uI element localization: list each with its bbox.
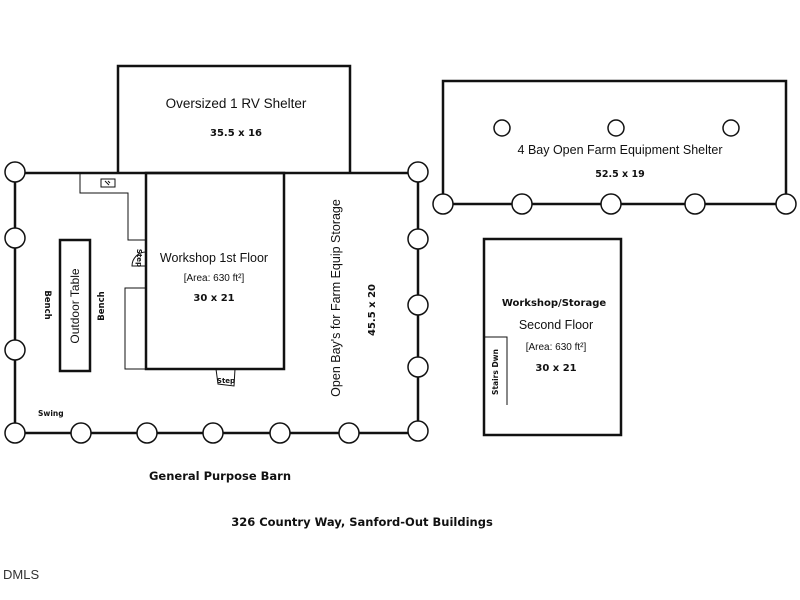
sink-icon xyxy=(100,178,116,188)
post-circle xyxy=(511,193,533,215)
step-label-bottom: Step xyxy=(217,377,235,385)
stairs-outline xyxy=(484,336,508,405)
workshop-second-floor-title-line1: Workshop/Storage xyxy=(502,298,607,309)
rv-shelter-outline xyxy=(116,64,352,173)
step-label-top: Step xyxy=(135,249,143,267)
post-circle xyxy=(493,119,511,137)
counter-outline xyxy=(79,173,146,241)
bench-right-label: Bench xyxy=(97,291,107,320)
post-circle xyxy=(407,420,429,442)
workshop-second-floor-dimensions: 30 x 21 xyxy=(535,363,576,374)
post-circle xyxy=(684,193,706,215)
workshop-first-floor-room xyxy=(144,171,286,371)
post-circle xyxy=(202,422,224,444)
bench-left-label: Bench xyxy=(42,290,52,319)
barn-label: General Purpose Barn xyxy=(149,469,291,483)
rv-shelter-title: Oversized 1 RV Shelter xyxy=(166,96,307,111)
step-door-swing-icon xyxy=(131,251,147,267)
equipment-shelter: 4 Bay Open Farm Equipment Shelter 52.5 x… xyxy=(432,79,797,215)
post-circle xyxy=(136,422,158,444)
post-circle xyxy=(269,422,291,444)
workshop-first-floor-area: [Area: 630 ft²] xyxy=(184,273,245,284)
post-circle xyxy=(407,161,429,183)
post-circle xyxy=(4,339,26,361)
post-circle xyxy=(432,193,454,215)
rv-shelter: Oversized 1 RV Shelter 35.5 x 16 xyxy=(116,64,352,173)
cabinet-outline xyxy=(124,287,146,370)
workshop-first-floor-dimensions: 30 x 21 xyxy=(193,293,234,304)
outdoor-table xyxy=(58,238,92,373)
post-circle xyxy=(600,193,622,215)
equipment-shelter-outline xyxy=(441,79,788,206)
step-bottom-icon xyxy=(215,368,236,387)
caption: 326 Country Way, Sanford-Out Buildings xyxy=(231,515,493,529)
watermark: DMLS xyxy=(3,567,39,582)
post-circle xyxy=(775,193,797,215)
post-circle xyxy=(4,227,26,249)
swing-label: Swing xyxy=(38,409,64,418)
open-bays-dimensions: 45.5 x 20 xyxy=(367,284,378,336)
workshop-second-floor: Stairs Dwn Workshop/Storage Second Floor… xyxy=(482,237,623,437)
post-circle xyxy=(70,422,92,444)
faucet-icon xyxy=(104,180,111,186)
equipment-shelter-title: 4 Bay Open Farm Equipment Shelter xyxy=(518,143,723,157)
post-circle xyxy=(407,294,429,316)
post-circle xyxy=(722,119,740,137)
workshop-second-floor-title-line2: Second Floor xyxy=(519,318,593,332)
barn-posts xyxy=(4,161,429,444)
stairs-label: Stairs Dwn xyxy=(491,349,500,395)
equipment-shelter-dimensions: 52.5 x 19 xyxy=(595,169,644,180)
open-bays-title: Open Bay's for Farm Equip Storage xyxy=(329,199,343,397)
post-circle xyxy=(607,119,625,137)
post-circle xyxy=(407,356,429,378)
post-circle xyxy=(4,161,26,183)
rv-shelter-dimensions: 35.5 x 16 xyxy=(210,128,262,139)
workshop-first-floor-title: Workshop 1st Floor xyxy=(160,251,268,265)
post-circle xyxy=(407,228,429,250)
workshop-second-floor-area: [Area: 630 ft²] xyxy=(526,342,587,353)
general-purpose-barn: Workshop 1st Floor [Area: 630 ft²] 30 x … xyxy=(4,161,429,444)
outdoor-table-label: Outdoor Table xyxy=(68,268,82,343)
post-circle xyxy=(4,422,26,444)
post-circle xyxy=(338,422,360,444)
